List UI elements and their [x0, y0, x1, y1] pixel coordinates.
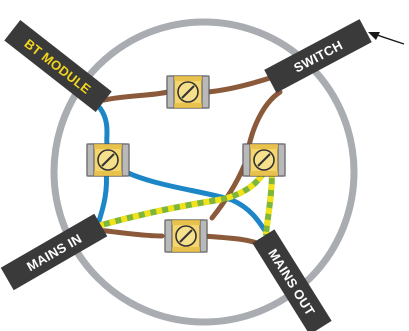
brown-wire-switch-to-right	[245, 89, 283, 153]
mains-in-tag: MAINS IN	[0, 213, 108, 291]
brown-wire-top-to-switch	[205, 73, 279, 95]
arrow-pointer-icon	[368, 32, 405, 45]
terminal-block-icon-top	[166, 75, 210, 109]
earth-wire-group	[95, 169, 275, 237]
blue-wire-left-to-mains-in	[95, 167, 109, 227]
mains-out-tag: MAINS OUT	[252, 229, 332, 331]
switch-tag: SWITCH	[264, 19, 372, 93]
terminal-block-icon-right	[242, 143, 286, 177]
brown-wire-bottom-to-mains-out	[201, 233, 263, 247]
brown-wire-bt-to-top	[101, 89, 171, 103]
junction-box-ring	[50, 18, 358, 326]
terminal-block-icon-bottom	[164, 219, 208, 253]
bt-module-label: BT MODULE	[22, 36, 94, 97]
brown-wire-right-to-bottom	[209, 163, 247, 221]
terminal-block-icon-left	[86, 143, 130, 177]
